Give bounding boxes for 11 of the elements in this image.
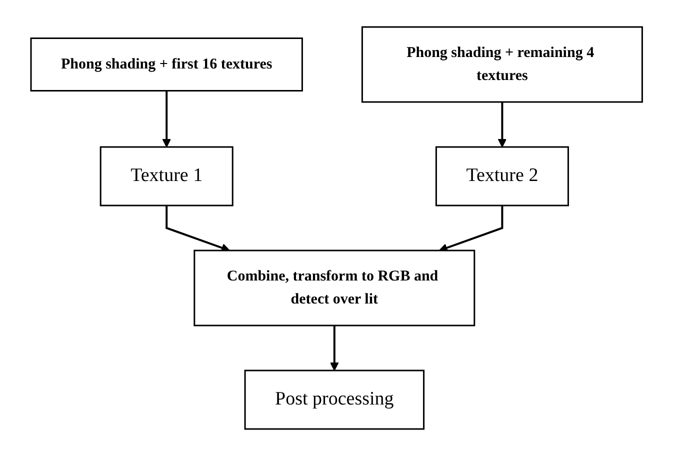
arrow (439, 206, 504, 252)
node-box: Phong shading + first 16 textures (30, 38, 304, 92)
node-box: Combine, transform to RGB and detect over lit (194, 250, 476, 326)
node-box: Phong shading + remaining 4 textures (362, 26, 644, 103)
node-box: Texture 1 (100, 146, 234, 206)
arrow (166, 206, 230, 252)
arrow (498, 102, 507, 148)
node-box: Post processing (244, 370, 425, 430)
arrow (162, 90, 172, 148)
node-box: Texture 2 (436, 146, 570, 206)
arrow (330, 326, 340, 371)
